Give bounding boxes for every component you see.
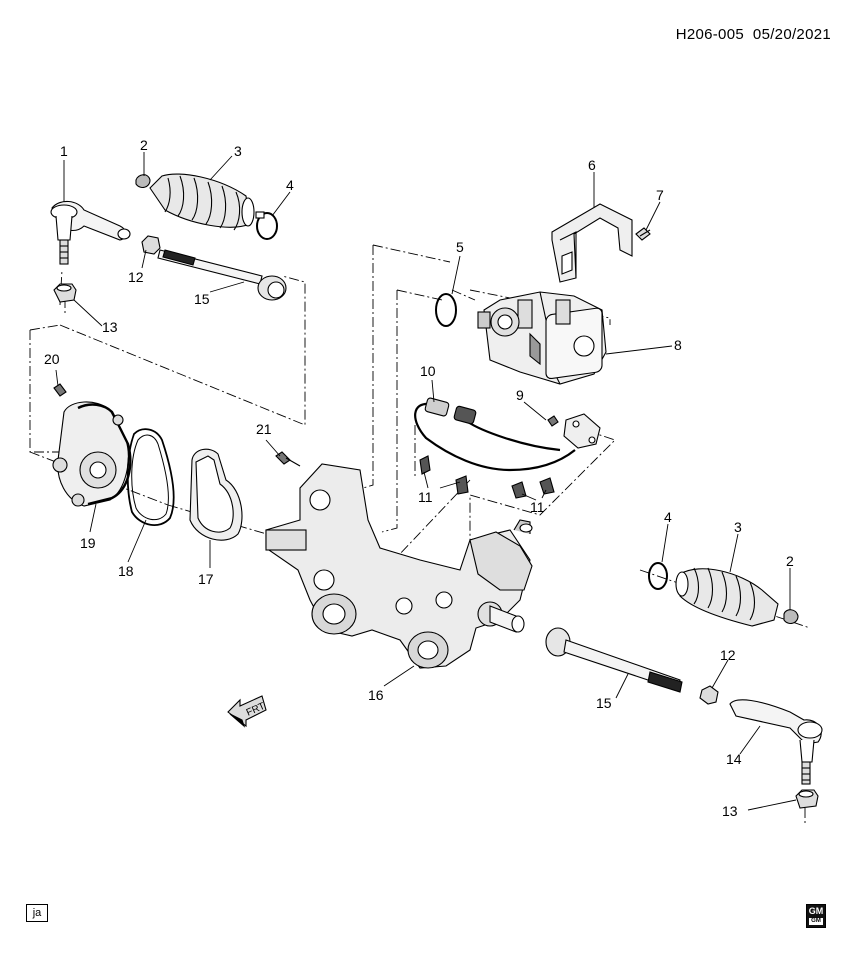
snap-ring-5 [435, 293, 457, 327]
steering-boot-lower [675, 567, 779, 627]
assembly-lines [29, 244, 811, 826]
clamp-ring-4-upper [255, 211, 278, 240]
wiring-harness [414, 397, 601, 472]
callout-3-upper: 3 [234, 143, 242, 159]
diagram-date: 05/20/2021 [752, 26, 831, 43]
gasket [126, 428, 175, 526]
mounting-bracket [551, 203, 633, 283]
callout-8: 8 [674, 337, 682, 353]
callout-11-left: 11 [418, 489, 433, 505]
bolt-7 [635, 227, 651, 241]
callout-5: 5 [456, 239, 464, 255]
callout-13-upper: 13 [102, 319, 118, 335]
callout-20: 20 [44, 351, 60, 367]
callout-17: 17 [198, 571, 214, 587]
callout-14: 14 [726, 751, 742, 767]
bolt-21 [275, 451, 301, 467]
diagram-code-header: H206-005 05/20/2021 [676, 26, 831, 43]
callout-15-upper: 15 [194, 291, 210, 307]
nut-13-lower [795, 789, 819, 809]
callout-3-lower: 3 [734, 519, 742, 535]
steering-gear-housing [265, 463, 533, 669]
callout-7: 7 [656, 187, 664, 203]
callout-labels: 1 2 3 4 5 6 7 8 9 10 11 11 12 13 15 20 2… [44, 137, 794, 819]
callout-2-upper: 2 [140, 137, 148, 153]
diagram-code: H206-005 [675, 26, 744, 43]
inner-tie-rod-lower [545, 627, 683, 693]
jam-nut-12-lower [699, 685, 719, 705]
housing-cover [52, 401, 132, 507]
clamp-2-lower [783, 609, 799, 625]
callout-18: 18 [118, 563, 134, 579]
clamp-ring-4-lower [648, 562, 668, 590]
leader-lines [55, 152, 797, 811]
screw-9 [547, 415, 559, 427]
callout-1: 1 [60, 143, 68, 159]
callout-4-lower: 4 [664, 509, 672, 525]
screw-20 [53, 383, 67, 397]
seal-17 [189, 448, 243, 541]
gm-logo-icon: GM GM [806, 904, 826, 928]
power-steering-motor [477, 291, 607, 385]
clip-11-right [511, 477, 555, 499]
clip-11-left [419, 455, 469, 495]
tie-rod-end-upper-left [50, 200, 131, 265]
callout-12-upper: 12 [128, 269, 144, 285]
callout-6: 6 [588, 157, 596, 173]
callout-12-lower: 12 [720, 647, 736, 663]
callout-2-lower: 2 [786, 553, 794, 569]
clamp-2-upper [135, 174, 151, 189]
jam-nut-12-upper [141, 235, 161, 255]
callout-19: 19 [80, 535, 96, 551]
callout-15-lower: 15 [596, 695, 612, 711]
callout-4-upper: 4 [286, 177, 294, 193]
steering-boot-upper [149, 173, 255, 231]
nut-13-upper [53, 283, 77, 303]
callout-11-right: 11 [530, 499, 545, 515]
inner-tie-rod-upper [157, 249, 287, 301]
footer-badge: ja [26, 904, 48, 922]
tie-rod-end-lower [729, 699, 823, 785]
callout-16: 16 [368, 687, 384, 703]
callout-9: 9 [516, 387, 524, 403]
callout-13-lower: 13 [722, 803, 738, 819]
callout-21: 21 [256, 421, 272, 437]
front-arrow-icon [227, 695, 267, 728]
callout-10: 10 [420, 363, 436, 379]
